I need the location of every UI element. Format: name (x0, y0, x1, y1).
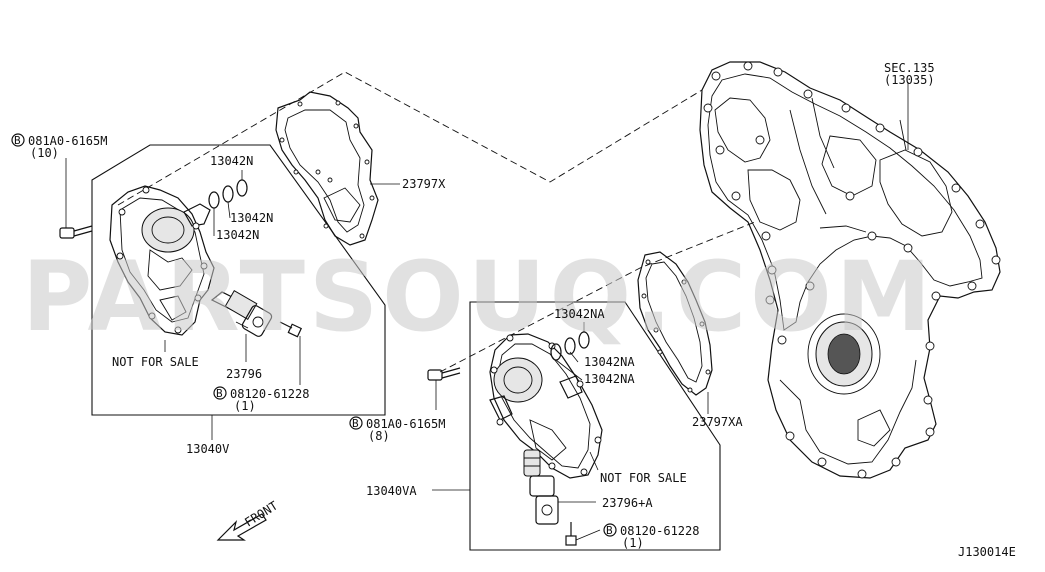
bolt-symbol-text: B (606, 524, 613, 537)
watermark: PARTSOUQ.COM (22, 241, 935, 353)
bolt-symbol-text: B (352, 417, 359, 430)
label-bolt-small-left-qty: (1) (234, 399, 256, 413)
bolt-symbol-text: B (14, 134, 21, 147)
bolt-symbol-icon (603, 523, 617, 537)
label-bolt-left-qty: (10) (30, 146, 59, 160)
engine-front-cover[interactable] (699, 61, 1001, 479)
label-bolt-left[interactable]: 081A0-6165M (28, 134, 107, 148)
labels-sec: SEC.135 (13035) (884, 61, 935, 87)
gasket-bolt-holes (279, 100, 375, 239)
label-ring-na-c[interactable]: 13042NA (584, 372, 635, 386)
label-ring-c[interactable]: 13042N (216, 228, 259, 242)
front-direction-indicator: FRONT (216, 499, 280, 541)
label-not-for-sale-left: NOT FOR SALE (112, 355, 199, 369)
label-bolt-small-right-qty: (1) (622, 536, 644, 550)
bolt-symbol-icon (349, 416, 363, 430)
label-ring-a[interactable]: 13042N (210, 154, 253, 168)
assembly-frame-left (91, 144, 386, 416)
label-bolt-small-right[interactable]: 08120-61228 (620, 524, 699, 538)
gasket-23797xa[interactable] (637, 251, 713, 396)
bolt-symbol-icon (213, 386, 227, 400)
pump-cover-right[interactable] (489, 333, 603, 479)
labels-right: 13042NA 13042NA 13042NA 23797XA B 081A0-… (349, 307, 743, 550)
bolt-symbol-text: B (216, 387, 223, 400)
label-solenoid-left[interactable]: 23796 (226, 367, 262, 381)
label-sec-135[interactable]: SEC.135 (884, 61, 935, 75)
leader-lines (65, 82, 909, 541)
bolt-mid[interactable] (427, 367, 461, 381)
label-ring-b[interactable]: 13042N (230, 211, 273, 225)
label-ring-na-a[interactable]: 13042NA (554, 307, 605, 321)
diagram-code: J130014E (958, 545, 1016, 559)
label-gasket-left[interactable]: 23797X (402, 177, 446, 191)
gasket-23797x[interactable] (275, 91, 379, 246)
label-sec-135-sub: (13035) (884, 73, 935, 87)
dashed-reference-lines (117, 71, 756, 373)
bolt-left[interactable] (59, 225, 93, 239)
bolt-small-right[interactable] (565, 522, 577, 546)
label-not-for-sale-right: NOT FOR SALE (600, 471, 687, 485)
pump-cover-left[interactable] (109, 185, 215, 336)
labels-left: B 081A0-6165M (10) 13042N 13042N 13042N … (11, 133, 446, 456)
front-arrow-icon (216, 513, 267, 541)
label-gasket-right[interactable]: 23797XA (692, 415, 743, 429)
bolt-small-left[interactable] (279, 321, 303, 338)
label-bolt-small-left[interactable]: 08120-61228 (230, 387, 309, 401)
front-label: FRONT (242, 499, 280, 530)
label-solenoid-right[interactable]: 23796+A (602, 496, 653, 510)
cover-bolt-bosses (703, 61, 1001, 479)
solenoid-23796[interactable] (210, 290, 273, 338)
label-assembly-left[interactable]: 13040V (186, 442, 229, 456)
solenoid-23796a[interactable] (523, 449, 559, 525)
label-bolt-mid[interactable]: 081A0-6165M (366, 417, 445, 431)
assembly-frame-right (469, 301, 721, 551)
bolt-symbol-icon (11, 133, 25, 147)
label-assembly-right[interactable]: 13040VA (366, 484, 417, 498)
label-ring-na-b[interactable]: 13042NA (584, 355, 635, 369)
label-bolt-mid-qty: (8) (368, 429, 390, 443)
